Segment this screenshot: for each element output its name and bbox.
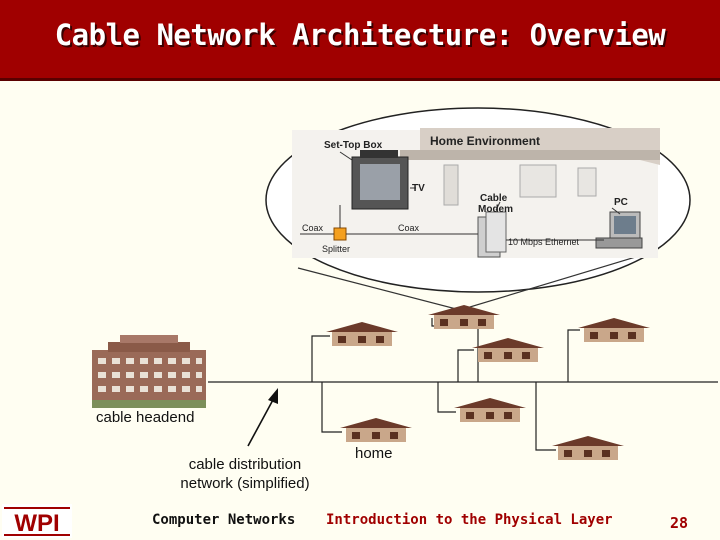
footer-course: Computer Networks <box>152 512 296 528</box>
home-label: home <box>355 445 393 462</box>
ethernet-label: 10 Mbps Ethernet <box>508 237 580 247</box>
house-icon <box>552 436 624 460</box>
house-icon <box>428 305 500 329</box>
slide-title: Cable Network Architecture: Overview <box>54 18 666 52</box>
distribution-arrow <box>247 388 278 447</box>
coax-label-left: Coax <box>302 223 324 233</box>
footer-topic: Introduction to the Physical Layer <box>326 512 613 528</box>
house-icons <box>326 305 650 460</box>
wpi-logo: WPI <box>2 504 72 538</box>
wpi-logo-text: WPI <box>14 510 59 537</box>
distribution-label-line1: cable distribution <box>188 456 302 473</box>
slide-number: 28 <box>670 514 689 532</box>
house-icon <box>340 418 412 442</box>
footer-bar <box>0 498 720 540</box>
house-icon <box>454 398 526 422</box>
home-environment-heading: Home Environment <box>430 134 540 148</box>
splitter-label: Splitter <box>322 244 350 254</box>
coax-label-right: Coax <box>398 223 420 233</box>
distribution-label-line2: network (simplified) <box>180 475 310 492</box>
tv-label: TV <box>412 183 425 194</box>
house-icon <box>578 318 650 342</box>
cable-modem-label-2: Modem <box>478 204 513 215</box>
cable-modem-label-1: Cable <box>480 193 508 204</box>
set-top-box-label: Set-Top Box <box>324 140 383 151</box>
pc-label: PC <box>614 197 628 208</box>
house-icon <box>472 338 544 362</box>
house-icon <box>326 322 398 346</box>
distribution-lines <box>208 318 718 451</box>
title-bar <box>0 0 720 78</box>
headend-building <box>92 335 206 408</box>
headend-label: cable headend <box>96 409 195 426</box>
distribution-label: cable distribution network (simplified) <box>168 455 322 493</box>
home-environment-picture: Home Environment Set-Top Box TV Cable Mo… <box>292 128 660 258</box>
